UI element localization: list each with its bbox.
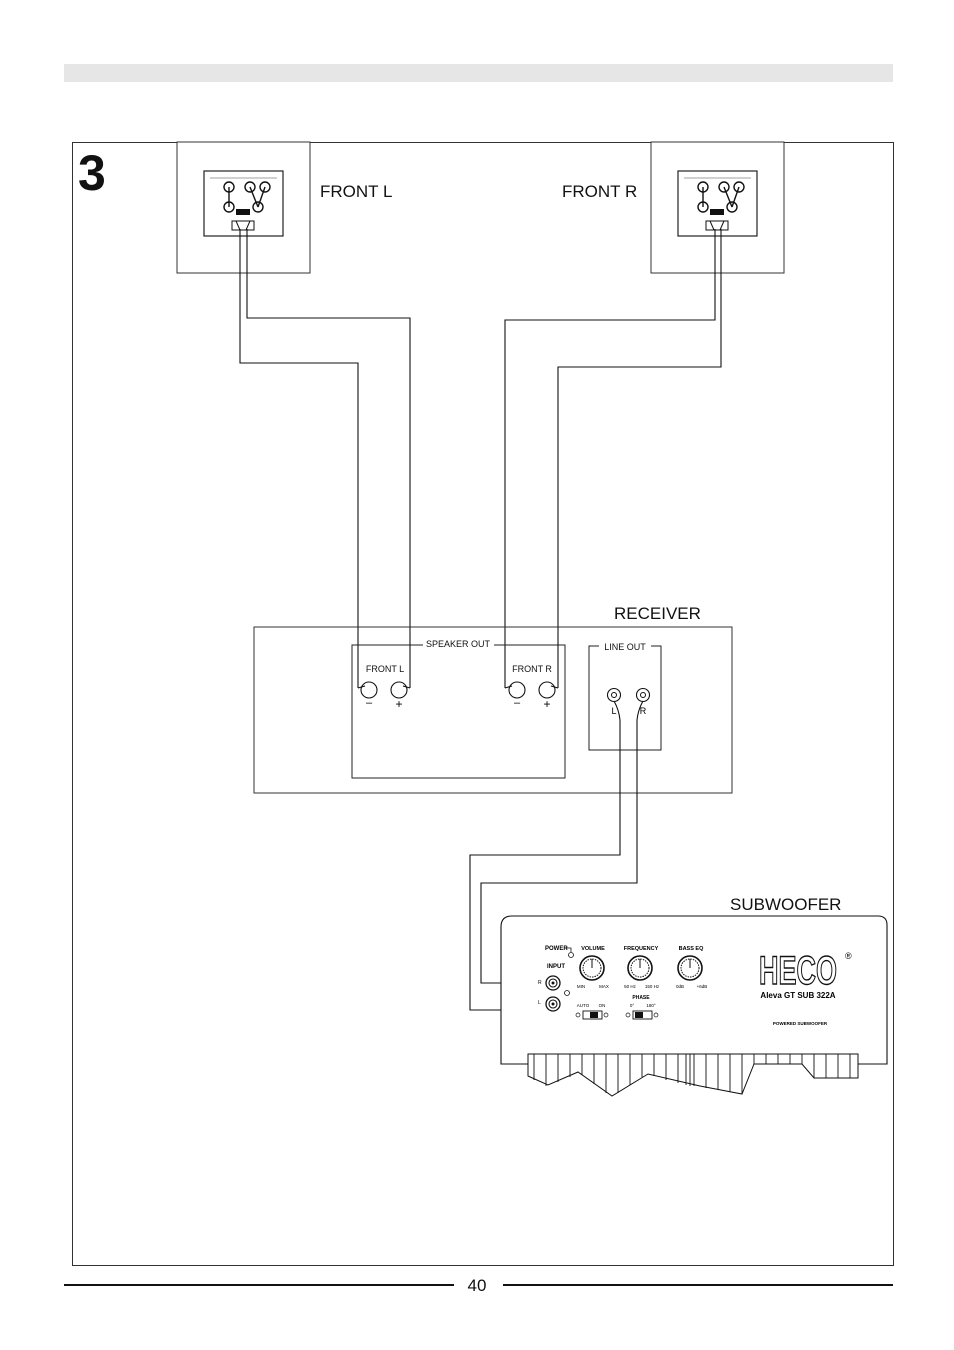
front-l-minus: – <box>366 697 373 709</box>
input-label: INPUT <box>547 964 565 970</box>
phase-0-label: 0° <box>630 1003 635 1008</box>
speaker-out-label: SPEAKER OUT <box>426 639 491 649</box>
powered-subwoofer-label: POWERED SUBWOOFER <box>773 1021 828 1026</box>
subwoofer-label: SUBWOOFER <box>730 895 841 914</box>
volume-min-label: MIN <box>577 984 585 989</box>
speaker-front-left <box>176 141 311 274</box>
line-cables <box>469 700 644 1011</box>
diagram-frame <box>72 142 894 1266</box>
bass-low-label: 0dB <box>676 984 684 989</box>
heatsink <box>527 1053 859 1097</box>
heco-logo: HECO <box>759 949 837 993</box>
line-out-r-label: R <box>640 706 647 716</box>
volume-max-label: MAX <box>599 984 609 989</box>
phase-label: PHASE <box>632 995 650 1001</box>
model-name: Aleva GT SUB 322A <box>760 991 835 1000</box>
volume-knob[interactable] <box>579 955 605 981</box>
auto-label: AUTO <box>577 1003 590 1008</box>
line-out-group <box>588 645 662 751</box>
input-r-label: R <box>538 980 542 986</box>
speaker-front-right <box>650 141 785 274</box>
registered-mark: ® <box>845 951 852 961</box>
line-out-jacks <box>606 687 651 703</box>
front-r-minus: – <box>514 697 521 709</box>
frequency-label: FREQUENCY <box>624 946 659 952</box>
volume-label: VOLUME <box>581 946 605 952</box>
front-left-label: FRONT L <box>320 182 392 201</box>
front-l-plus: + <box>395 697 402 711</box>
subwoofer-panel <box>500 915 888 1065</box>
step-number: 3 <box>78 145 106 201</box>
bass-eq-knob[interactable] <box>677 955 703 981</box>
header-bar <box>64 64 893 82</box>
footer-rule-right <box>503 1284 893 1286</box>
line-out-label: LINE OUT <box>604 642 646 652</box>
bass-high-label: +6dB <box>697 984 708 989</box>
on-label: ON <box>599 1003 606 1008</box>
page-number: 40 <box>467 1276 487 1295</box>
power-label: POWER <box>545 946 568 952</box>
footer-rule-left <box>64 1284 454 1286</box>
phase-switch[interactable] <box>625 1010 659 1020</box>
receiver-box <box>253 626 733 794</box>
front-r-plus: + <box>543 697 550 711</box>
speaker-cables <box>239 229 722 688</box>
receiver-front-l-label: FRONT L <box>366 664 404 674</box>
front-right-label: FRONT R <box>562 182 637 201</box>
phase-180-label: 180° <box>646 1003 656 1008</box>
frequency-knob[interactable] <box>627 955 653 981</box>
bass-eq-label: BASS EQ <box>679 946 704 952</box>
input-jacks <box>545 975 570 1012</box>
receiver-front-r-label: FRONT R <box>512 664 552 674</box>
input-l-label: L <box>538 1000 541 1006</box>
receiver-label: RECEIVER <box>614 604 701 623</box>
auto-on-switch[interactable] <box>575 1010 609 1020</box>
line-out-l-label: L <box>611 706 616 716</box>
speaker-out-group <box>351 644 566 779</box>
frequency-low-label: 50 Hz <box>624 984 637 989</box>
frequency-high-label: 150 Hz <box>645 984 660 989</box>
power-led <box>568 952 574 958</box>
terminal-wires <box>357 685 559 689</box>
speaker-terminals <box>360 681 556 699</box>
